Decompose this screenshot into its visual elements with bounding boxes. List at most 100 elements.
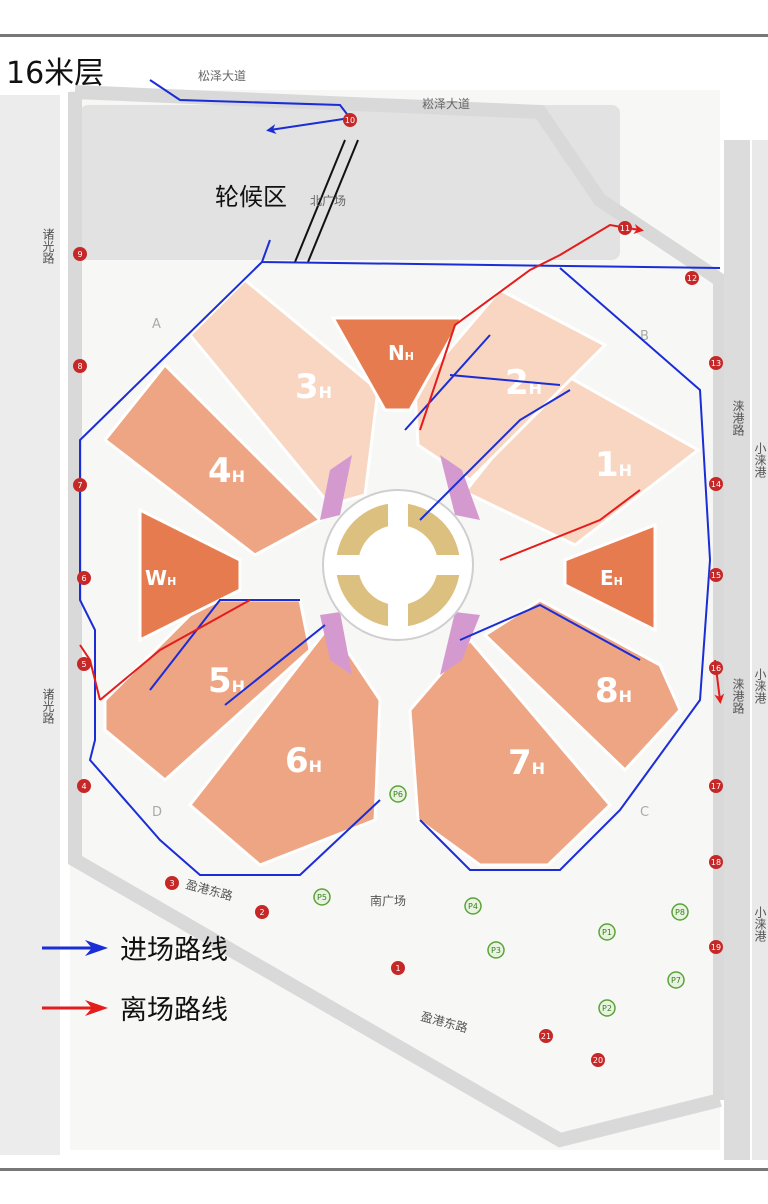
corner-label-a: A: [152, 317, 161, 332]
gate-marker-19: [709, 940, 723, 954]
road-label-west-lower: 诸光路: [41, 688, 55, 725]
gate-number-6: 6: [81, 574, 86, 583]
road-label-north-mid: 崧泽大道: [422, 97, 470, 111]
hall-EH: [563, 522, 657, 633]
hall-label-WH: WH: [145, 566, 176, 590]
gate-number-5: 5: [81, 660, 86, 669]
hall-label-NH: NH: [388, 341, 414, 365]
floor-title: 16米层: [6, 56, 105, 91]
parking-label-P3: P3: [491, 946, 501, 955]
hall-label-1H: 1H: [595, 445, 632, 485]
parking-marker-P4: [464, 897, 482, 915]
waiting-area-lot: [80, 105, 620, 260]
gate-number-21: 21: [541, 1032, 551, 1041]
road-label-east-upper: 涞港路: [731, 400, 745, 437]
gate-number-13: 13: [711, 359, 721, 368]
gate-marker-9: [73, 247, 87, 261]
east-strip: [724, 140, 768, 1160]
hall-8H: [482, 598, 682, 773]
gate-number-11: 11: [620, 224, 630, 233]
top-border: [0, 34, 768, 37]
hall-label-EH: EH: [600, 566, 623, 590]
parking-label-P2: P2: [602, 1004, 612, 1013]
parking-label-P7: P7: [671, 976, 681, 985]
gate-marker-2: [255, 905, 269, 919]
parking-label-P6: P6: [393, 790, 403, 799]
connector-wing: [320, 612, 352, 675]
gate-marker-14: [709, 477, 723, 491]
entry-route: [79, 79, 721, 876]
road-label-small-upper: 小涞港: [753, 442, 767, 478]
gate-number-20: 20: [593, 1056, 603, 1065]
gate-marker-12: [685, 271, 699, 285]
parking-marker-P2: [598, 999, 616, 1017]
gate-number-15: 15: [711, 571, 721, 580]
road-label-east-lower: 涞港路: [731, 678, 745, 715]
gate-marker-11: [618, 221, 632, 235]
gate-number-12: 12: [687, 274, 697, 283]
gate-number-14: 14: [711, 480, 721, 489]
corner-label-c: C: [640, 805, 649, 820]
corner-label-b: B: [640, 329, 649, 344]
parking-marker-P5: [313, 888, 331, 906]
gate-marker-17: [709, 779, 723, 793]
gate-marker-3: [165, 876, 179, 890]
parking-marker-P6: [389, 785, 407, 803]
hall-label-3H: 3H: [295, 367, 332, 407]
hall-label-4H: 4H: [208, 451, 245, 491]
gate-number-10: 10: [345, 116, 355, 125]
gate-number-17: 17: [711, 782, 721, 791]
gate-number-1: 1: [395, 964, 400, 973]
gate-marker-10: [343, 113, 357, 127]
legend-exit-label: 离场路线: [120, 995, 228, 1026]
road-label-small-lower: 小涞港: [753, 906, 767, 942]
gate-number-16: 16: [711, 664, 721, 673]
bottom-border: [0, 1168, 768, 1171]
gate-number-8: 8: [77, 362, 82, 371]
parking-label-P1: P1: [602, 928, 612, 937]
connector-wing: [440, 455, 480, 520]
gate-number-7: 7: [77, 481, 82, 490]
gate-marker-20: [591, 1053, 605, 1067]
gate-marker-1: [391, 961, 405, 975]
north-ramp-line: [307, 139, 359, 263]
north-ramp-line: [294, 139, 346, 263]
hall-NH: [330, 316, 465, 412]
parking-marker-P8: [671, 903, 689, 921]
blue-arrow-icon: [42, 939, 108, 956]
road-label-north-top: 松泽大道: [198, 69, 246, 83]
gate-marker-7: [73, 478, 87, 492]
gate-number-9: 9: [77, 250, 82, 259]
parking-marker-P7: [667, 971, 685, 989]
gate-marker-8: [73, 359, 87, 373]
waiting-area-label: 轮候区: [215, 183, 287, 211]
legend-exit: 离场路线: [40, 988, 228, 1027]
corner-label-d: D: [152, 805, 162, 820]
hall-label-6H: 6H: [285, 741, 322, 781]
central-plaza: [322, 489, 474, 641]
gate-marker-4: [77, 779, 91, 793]
connector-wing: [440, 612, 480, 675]
parking-marker-P1: [598, 923, 616, 941]
parking-label-P4: P4: [468, 902, 478, 911]
legend-entry: 进场路线: [40, 928, 228, 967]
hall-6H: [187, 622, 382, 867]
gate-number-19: 19: [711, 943, 721, 952]
gate-number-4: 4: [81, 782, 86, 791]
gate-number-18: 18: [711, 858, 721, 867]
gate-marker-21: [539, 1029, 553, 1043]
hall-4H: [102, 362, 323, 557]
gate-marker-15: [709, 568, 723, 582]
hall-WH: [138, 507, 242, 643]
gate-number-3: 3: [169, 879, 174, 888]
parking-label-P5: P5: [317, 893, 327, 902]
parking-label-P8: P8: [675, 908, 685, 917]
road-label-west-upper: 诸光路: [41, 228, 55, 265]
connector-wing: [320, 455, 352, 520]
gate-marker-6: [77, 571, 91, 585]
road-label-small-middle: 小涞港: [753, 668, 767, 704]
